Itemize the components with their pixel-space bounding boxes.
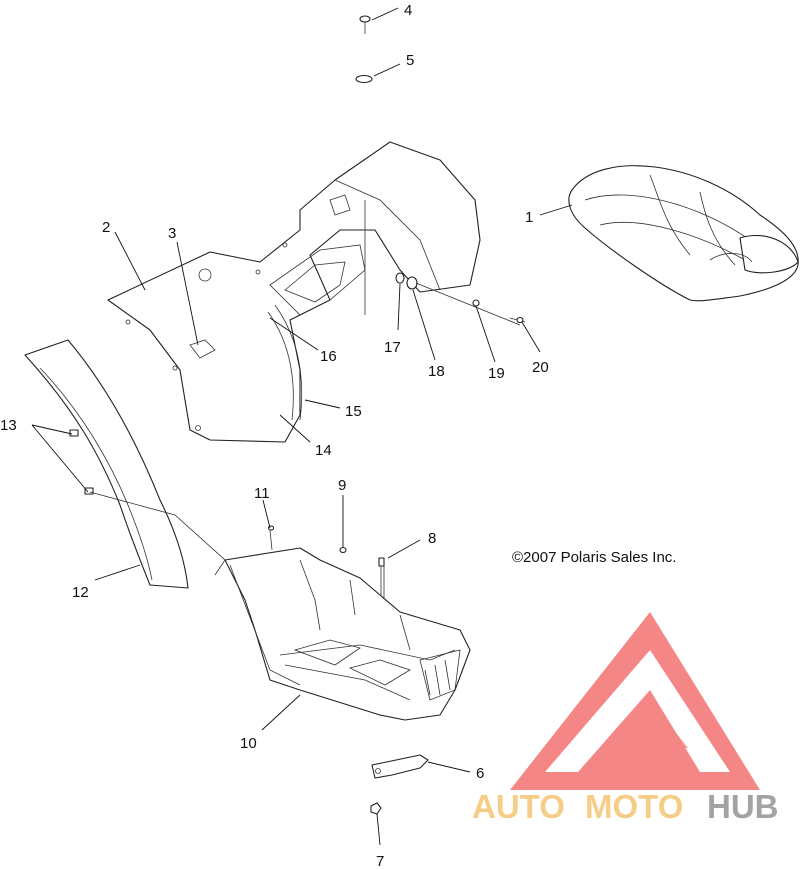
callout-18: 18	[428, 363, 445, 380]
callout-9: 9	[338, 477, 346, 494]
watermark-hub: HUB	[707, 788, 779, 825]
callout-10: 10	[240, 735, 257, 752]
callout-4: 4	[404, 2, 412, 19]
part-9-pin	[339, 546, 347, 554]
callout-13: 13	[0, 417, 17, 434]
part-10-footwell	[224, 547, 471, 721]
part-5-clip	[355, 74, 373, 84]
callout-8: 8	[428, 530, 436, 547]
callout-5: 5	[406, 52, 414, 69]
callout-6: 6	[476, 765, 484, 782]
part-7-nut	[370, 802, 382, 815]
part-1-seat	[568, 165, 799, 302]
callout-11: 11	[254, 485, 270, 502]
leader-lines	[31, 7, 573, 846]
watermark-moto: MOTO	[585, 788, 683, 825]
callout-labels: 4 5 1 2 3 16 17 18 19 20 15 14 13 11 9 8…	[0, 2, 549, 870]
callout-19: 19	[488, 365, 505, 382]
watermark-logo: AUTO MOTO HUB	[472, 612, 779, 825]
parts-17-20-fasteners	[395, 272, 526, 326]
callout-16: 16	[320, 348, 337, 365]
part-2-rear-fender	[107, 141, 481, 443]
part-panel-lower	[89, 491, 226, 576]
callout-12: 12	[72, 584, 89, 601]
part-15-edge-trim	[267, 304, 303, 421]
watermark-auto: AUTO	[472, 788, 565, 825]
callout-2: 2	[102, 219, 110, 236]
part-6-bracket	[371, 754, 429, 779]
copyright-text: ©2007 Polaris Sales Inc.	[512, 549, 676, 566]
callout-15: 15	[345, 403, 362, 420]
logo-inner-g-icon	[612, 700, 688, 748]
part-4-screw	[359, 15, 371, 34]
callout-17: 17	[384, 339, 401, 356]
logo-triangle-icon	[510, 612, 760, 790]
part-12-mud-flap	[24, 339, 189, 589]
part-11-pin	[267, 525, 275, 551]
callout-3: 3	[168, 225, 176, 242]
callout-7: 7	[376, 853, 384, 870]
callout-14: 14	[315, 442, 332, 459]
callout-1: 1	[525, 209, 533, 226]
callout-20: 20	[532, 359, 549, 376]
